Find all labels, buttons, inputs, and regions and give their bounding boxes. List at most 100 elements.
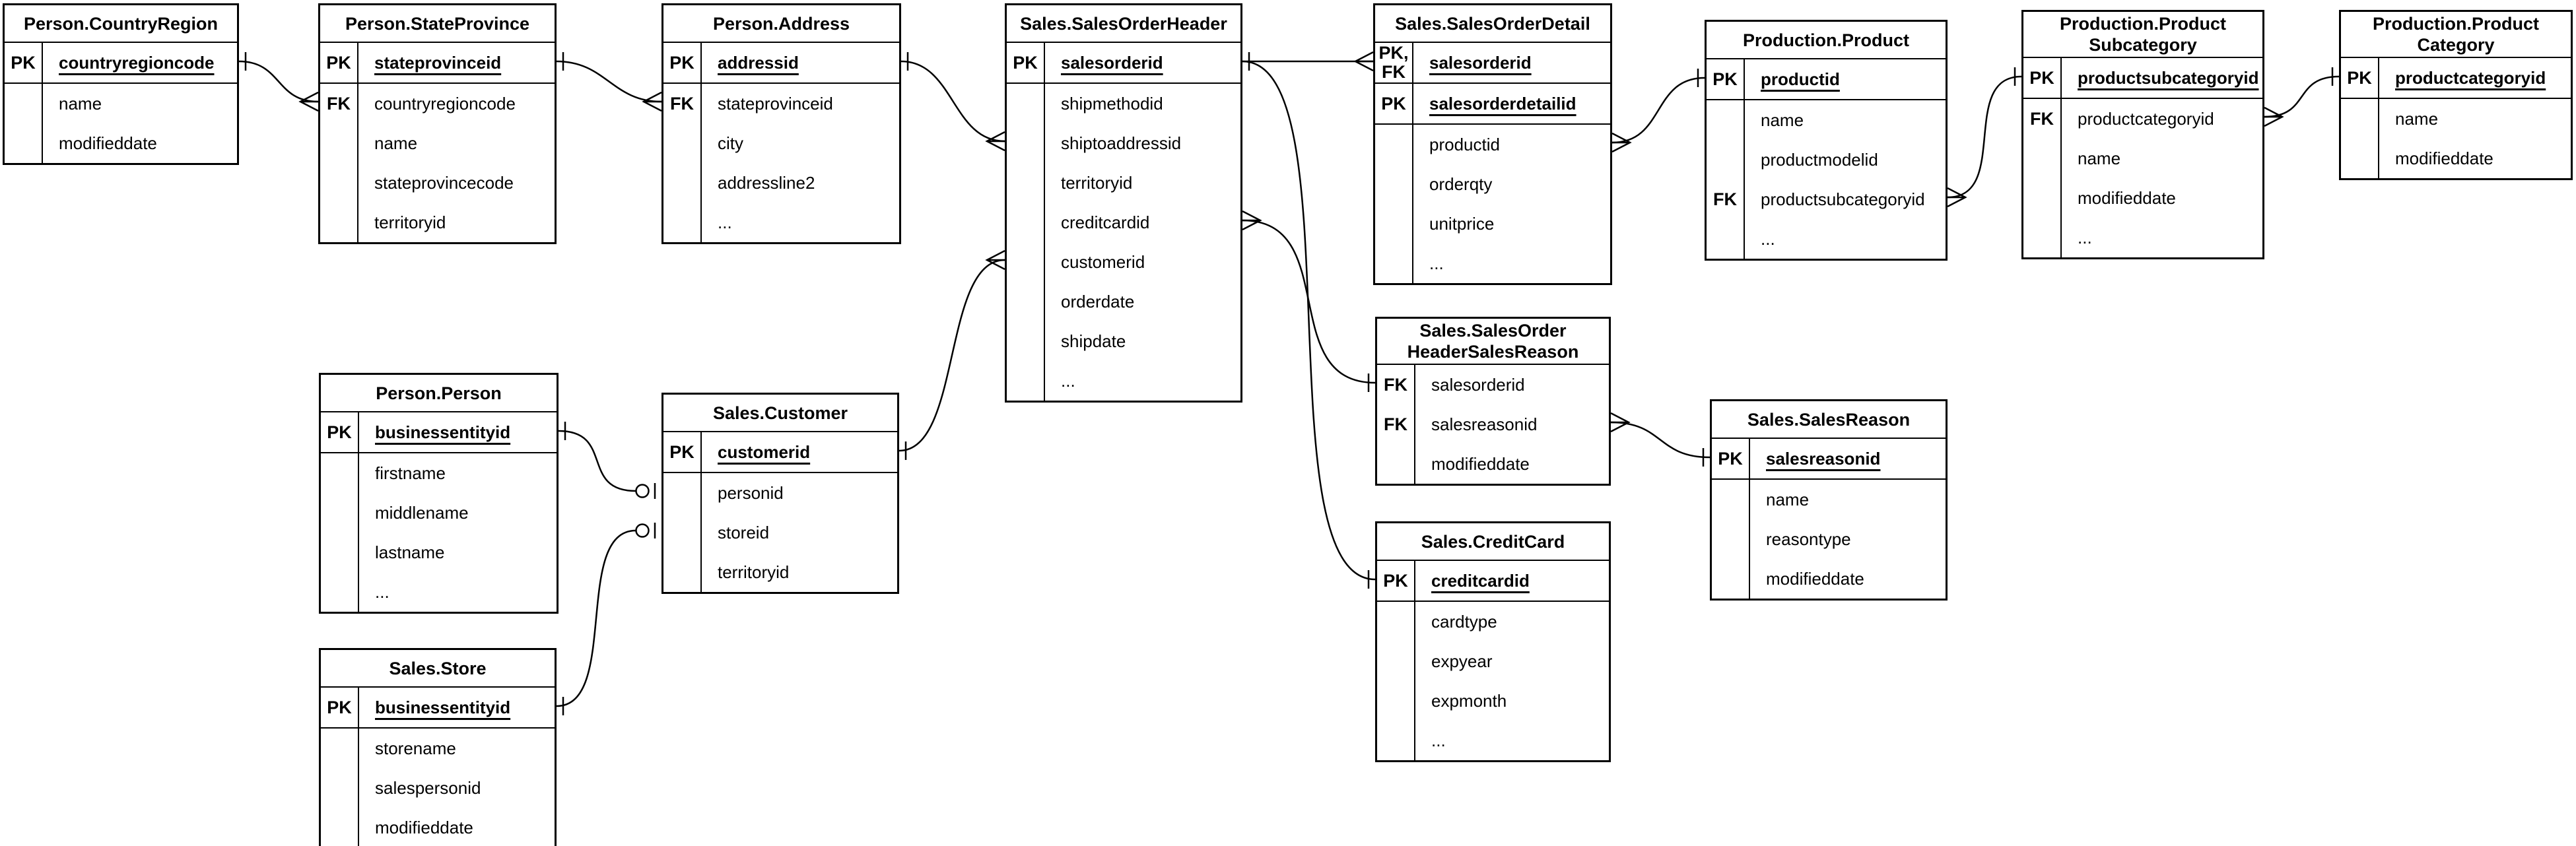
relationship-edge[interactable] <box>238 60 319 103</box>
table-row[interactable]: reasontype <box>1712 519 1946 559</box>
table-row[interactable]: name <box>2023 139 2262 178</box>
field-name: modifieddate <box>1431 453 1530 474</box>
table-row[interactable]: expyear <box>1377 641 1609 681</box>
relationship-edge[interactable] <box>556 529 636 707</box>
table-row[interactable]: shiptoaddressid <box>1007 123 1240 163</box>
field-name: name <box>59 93 102 114</box>
table-row[interactable]: stateprovincecode <box>320 163 555 203</box>
table-row[interactable]: modifieddate <box>2341 139 2571 178</box>
relationship-edge[interactable] <box>1242 219 1376 384</box>
relationship-edge[interactable] <box>1610 421 1711 459</box>
table-row[interactable]: name <box>5 84 237 123</box>
table-row[interactable]: modifieddate <box>1377 444 1609 484</box>
key-label <box>1707 219 1745 259</box>
table-row[interactable]: customerid <box>1007 242 1240 282</box>
relationship-edge[interactable] <box>1611 77 1705 144</box>
table-row[interactable]: shipmethodid <box>1007 84 1240 123</box>
table-row[interactable]: middlename <box>321 493 557 533</box>
table-row[interactable]: ... <box>663 203 899 242</box>
relationship-edge[interactable] <box>900 60 1005 143</box>
relationship-edge[interactable] <box>2264 75 2340 118</box>
table-row[interactable]: ... <box>1375 244 1610 283</box>
table-row[interactable]: addressline2 <box>663 163 899 203</box>
key-label <box>663 513 702 552</box>
table-row[interactable]: city <box>663 123 899 163</box>
table-row[interactable]: ... <box>321 572 557 612</box>
table-row[interactable]: creditcardid <box>1007 203 1240 242</box>
table-row[interactable]: ... <box>2023 218 2262 257</box>
field-name: productid <box>1429 134 1500 154</box>
table-row[interactable]: name <box>1707 100 1946 140</box>
relationship-edge[interactable] <box>898 259 1005 452</box>
table-row[interactable]: territoryid <box>320 203 555 242</box>
table-row[interactable]: salespersonid <box>321 768 555 808</box>
relationship-edge[interactable] <box>1947 75 2022 199</box>
entity-title: Production.Product Subcategory <box>2023 12 2262 58</box>
key-label <box>1375 244 1413 283</box>
table-row[interactable]: modifieddate <box>321 808 555 846</box>
table-row[interactable]: ... <box>1707 219 1946 259</box>
table-row[interactable]: storeid <box>663 513 897 552</box>
table-row[interactable]: unitprice <box>1375 204 1610 244</box>
table-row[interactable]: modifieddate <box>1712 559 1946 599</box>
table-row[interactable]: productmodelid <box>1707 140 1946 179</box>
table-row[interactable]: name <box>2341 99 2571 139</box>
table-row[interactable]: territoryid <box>1007 163 1240 203</box>
relationship-edge[interactable] <box>558 430 636 492</box>
relationship-edge[interactable] <box>1242 60 1376 581</box>
table-row[interactable]: expmonth <box>1377 681 1609 721</box>
table-row[interactable]: cardtype <box>1377 602 1609 641</box>
table-row[interactable]: modifieddate <box>2023 178 2262 218</box>
table-row[interactable]: name <box>320 123 555 163</box>
table-row[interactable]: shipdate <box>1007 321 1240 361</box>
table-row[interactable]: ... <box>1377 721 1609 760</box>
table-row[interactable]: orderdate <box>1007 282 1240 321</box>
table-row[interactable]: ... <box>1007 361 1240 401</box>
table-row[interactable]: productid <box>1375 125 1610 164</box>
table-row[interactable]: modifieddate <box>5 123 237 163</box>
table-row[interactable]: storename <box>321 729 555 768</box>
table-row[interactable]: territoryid <box>663 552 897 592</box>
table-row[interactable]: firstname <box>321 453 557 493</box>
table-row[interactable]: orderqty <box>1375 164 1610 204</box>
table-row[interactable]: personid <box>663 473 897 513</box>
table-row[interactable]: lastname <box>321 533 557 572</box>
relationship-edge[interactable] <box>556 60 662 103</box>
table-row[interactable]: name <box>1712 480 1946 519</box>
key-label: PK <box>663 432 702 472</box>
